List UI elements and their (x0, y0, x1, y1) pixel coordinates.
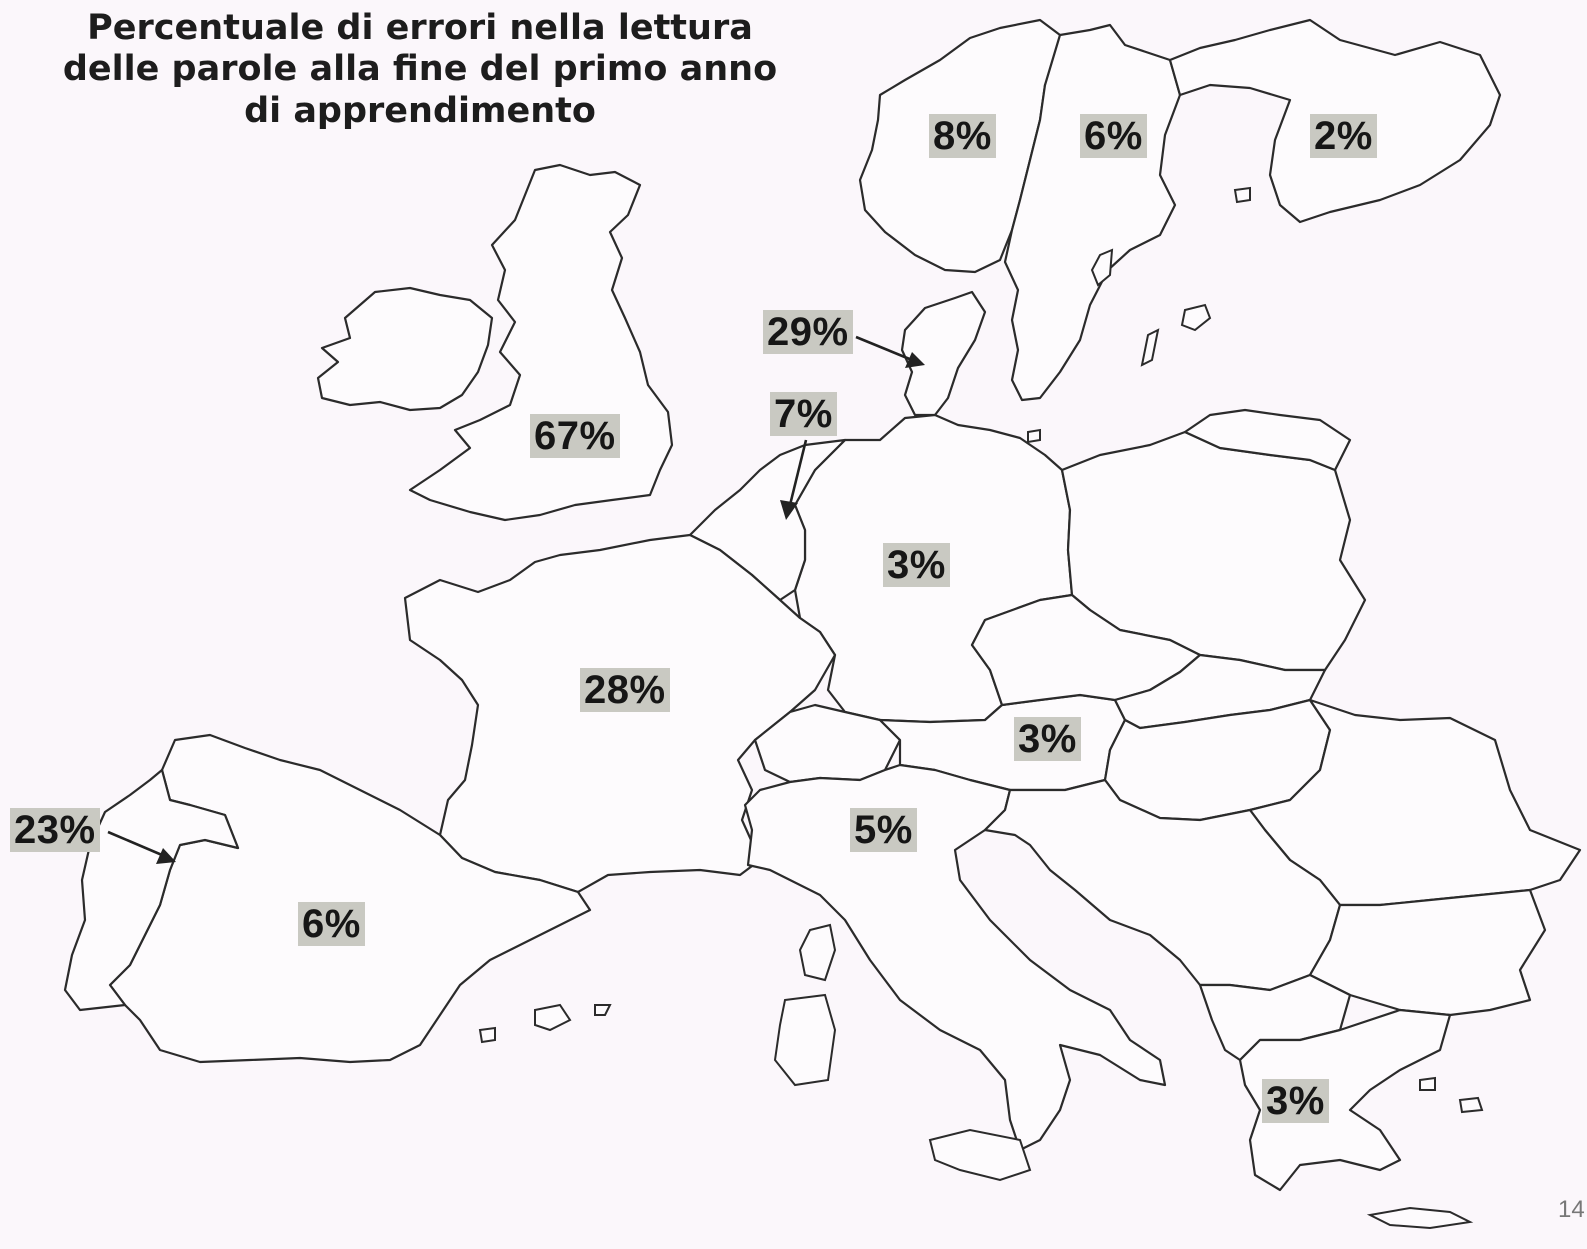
map-title-line-2: delle parole alla fine del primo anno (62, 49, 778, 90)
ireland-outline (316, 286, 494, 412)
arrowhead-denmark (905, 352, 925, 368)
aland (1233, 186, 1251, 204)
crete (1366, 1206, 1474, 1230)
map-title-line-3: di apprendimento (244, 90, 596, 131)
label-finland: 2% (1310, 114, 1377, 158)
map-title-line-1: Percentuale di errori nella lettura (87, 8, 753, 48)
label-france: 28% (580, 668, 670, 712)
sardinia (773, 993, 837, 1087)
bornholm (1027, 428, 1041, 444)
oland (1140, 328, 1160, 367)
label-portugal: 23% (10, 808, 100, 852)
label-denmark: 29% (763, 310, 853, 354)
gotland (1090, 248, 1114, 287)
label-sweden: 6% (1080, 114, 1147, 158)
saaremaa (1180, 303, 1212, 332)
label-norway: 8% (929, 114, 996, 158)
label-greece: 3% (1262, 1079, 1329, 1123)
label-united-kingdom: 67% (530, 414, 620, 458)
arrow-denmark (855, 335, 913, 362)
arrow-netherlands (788, 439, 808, 506)
label-spain: 6% (298, 902, 365, 946)
page-number: 14 (1558, 1196, 1585, 1223)
italy-outline (743, 763, 1167, 1152)
benelux-outline (688, 438, 847, 602)
label-austria: 3% (1014, 717, 1081, 761)
balearic-minorca (594, 1004, 612, 1016)
aegean-island-2 (1458, 1096, 1484, 1114)
arrowhead-portugal (156, 848, 176, 864)
label-germany: 3% (883, 543, 950, 587)
map-title: Percentuale di errori nella lettura dell… (60, 8, 780, 132)
arrow-portugal (107, 830, 163, 857)
baltic-outline (1183, 408, 1352, 472)
greece-outline (1238, 1008, 1452, 1192)
arrowhead-netherlands (780, 500, 798, 520)
sicily (928, 1128, 1032, 1182)
corsica (798, 923, 837, 982)
aegean-island-1 (1419, 1076, 1436, 1091)
balearic-ibiza (478, 1026, 496, 1044)
denmark-outline (900, 290, 987, 417)
label-italy: 5% (850, 808, 917, 852)
label-netherlands-belgium: 7% (770, 392, 837, 436)
balearic-mallorca (534, 1003, 572, 1032)
